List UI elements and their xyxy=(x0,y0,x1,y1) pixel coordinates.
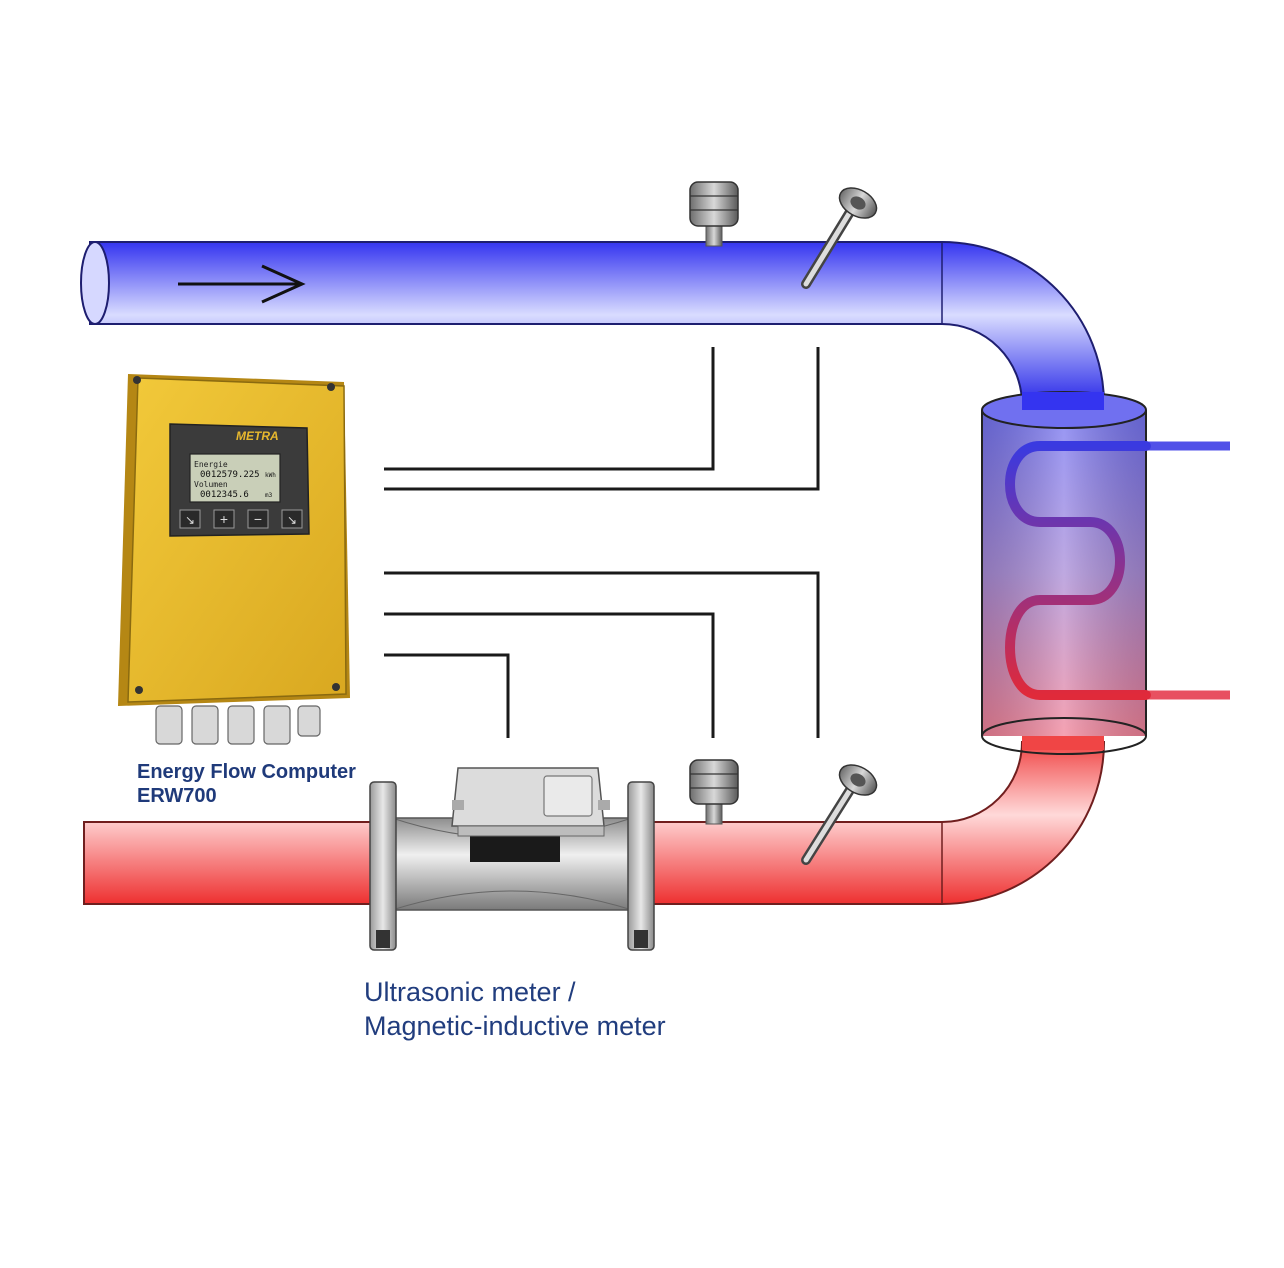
computer-model: ERW700 xyxy=(137,785,217,807)
energy-flow-computer: + − ↘ ↘ xyxy=(118,374,350,745)
pressure-sensor-icon xyxy=(689,759,739,825)
enter-key-icon xyxy=(179,509,201,529)
computer-name: Energy Flow Computer xyxy=(137,761,356,783)
flow-meter xyxy=(369,767,655,951)
return-key-icon xyxy=(281,509,303,529)
meter-label-line-1: Ultrasonic meter / xyxy=(364,977,576,1007)
plus-key-icon xyxy=(213,509,235,529)
computer-label: Energy Flow Computer ERW700 xyxy=(137,760,356,808)
temperature-sensor-icon xyxy=(801,187,878,289)
lcd-line-2: Volumen xyxy=(194,480,228,489)
pressure-sensor-icon xyxy=(689,181,739,247)
minus-key-icon xyxy=(247,509,269,529)
cable-glands xyxy=(155,705,321,745)
signal-wires xyxy=(384,347,820,738)
temperature-sensor-icon xyxy=(801,764,878,865)
lcd-unit-1: kWh xyxy=(265,472,276,479)
heat-exchanger-coil-icon xyxy=(1005,441,1151,700)
lcd-value-2: 0012345.6 xyxy=(200,490,249,500)
svg-text:↘: ↘ xyxy=(287,513,297,527)
meter-label: Ultrasonic meter / Magnetic-inductive me… xyxy=(364,975,666,1043)
device-brand: METRA xyxy=(236,429,279,443)
lcd-line-1: Energie xyxy=(194,460,228,469)
lcd-value-1: 0012579.225 xyxy=(200,470,260,480)
svg-text:↘: ↘ xyxy=(185,513,195,527)
cold-pipe xyxy=(80,241,1106,405)
svg-text:+: + xyxy=(220,511,228,527)
lcd-unit-2: m3 xyxy=(265,492,273,499)
flow-direction-arrow-icon xyxy=(178,264,306,304)
meter-label-line-2: Magnetic-inductive meter xyxy=(364,1011,666,1041)
svg-text:−: − xyxy=(254,511,262,527)
